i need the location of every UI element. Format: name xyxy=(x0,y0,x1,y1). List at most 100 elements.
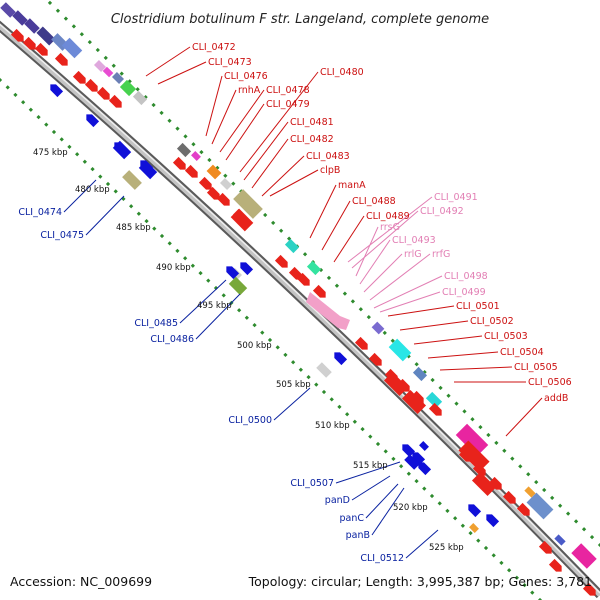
tick-dot xyxy=(534,480,539,485)
reverse-cds-arrow xyxy=(226,266,240,280)
tick-dot xyxy=(468,531,473,536)
forward-cds-arrow xyxy=(488,476,502,490)
tick-dot xyxy=(537,597,543,600)
gene-block xyxy=(191,151,201,161)
tick-dot xyxy=(358,307,363,312)
reverse-cds-arrow xyxy=(486,514,500,528)
gene-label-red: rnhA xyxy=(238,85,261,96)
tick-dot xyxy=(198,271,203,276)
gene-label-red-leader xyxy=(251,138,289,189)
accession-text: Accession: NC_009699 xyxy=(10,574,152,589)
tick-dot xyxy=(36,115,41,120)
gene-block xyxy=(469,523,479,533)
gene-label-blue-leader xyxy=(405,529,439,559)
tick-dot xyxy=(514,575,519,580)
forward-cds-arrow xyxy=(54,52,68,66)
tick-dot xyxy=(175,248,180,253)
forward-cds-arrow xyxy=(538,540,552,554)
gene-block xyxy=(554,534,566,546)
tick-dot xyxy=(223,173,228,178)
forward-cds-arrow xyxy=(206,186,220,200)
tick-dot xyxy=(237,308,242,313)
tick-dot xyxy=(95,47,100,53)
gene-label-pink-leader xyxy=(363,253,403,293)
gene-block xyxy=(36,26,56,46)
gene-label-blue-leader xyxy=(335,461,401,484)
gene-label-red-leader xyxy=(321,200,351,251)
tick-dot xyxy=(98,174,103,179)
gene-label-pink: CLI_0499 xyxy=(442,287,486,298)
reverse-cds-arrow xyxy=(418,462,432,476)
gene-block xyxy=(571,543,597,569)
tick-dot xyxy=(337,404,342,409)
tick-dot xyxy=(530,590,535,595)
gene-label-red-leader xyxy=(505,397,543,437)
forward-cds-arrow xyxy=(368,352,382,366)
tick-dot xyxy=(63,16,69,21)
forward-cds-arrow xyxy=(10,28,24,42)
gene-label-red: CLI_0488 xyxy=(352,196,396,207)
gene-label-red: CLI_0503 xyxy=(484,331,528,342)
forward-cds-arrow xyxy=(548,558,562,572)
tick-dot xyxy=(231,181,236,186)
forward-cds-arrow xyxy=(312,284,326,298)
tick-label: 495 kbp xyxy=(197,301,232,311)
tick-dot xyxy=(391,456,396,461)
tick-dot xyxy=(190,263,195,268)
tick-dot xyxy=(414,479,419,484)
reverse-cds-arrow xyxy=(86,114,100,128)
tick-dot xyxy=(175,126,180,131)
gene-label-pink: rrsG xyxy=(380,222,400,233)
gene-label-red-leader xyxy=(413,335,483,345)
tick-dot xyxy=(207,157,212,163)
tick-dot xyxy=(383,449,388,454)
tick-dot xyxy=(135,87,140,92)
gene-label-pink-leader xyxy=(359,239,391,285)
tick-dot xyxy=(406,471,411,476)
gene-label-blue-leader xyxy=(351,475,391,501)
tick-dot xyxy=(191,142,196,147)
gene-label-red: CLI_0504 xyxy=(500,347,544,358)
gene-label-red: CLI_0479 xyxy=(266,99,310,110)
forward-cds-block xyxy=(401,389,427,415)
label-leader-lines xyxy=(63,46,543,559)
tick-dot xyxy=(167,118,172,123)
gene-label-red: manA xyxy=(338,180,366,191)
tick-label: 525 kbp xyxy=(429,543,464,553)
gene-label-blue-leader xyxy=(63,179,97,213)
forward-cds-arrow xyxy=(582,582,596,596)
tick-dot xyxy=(502,448,507,453)
tick-dot xyxy=(87,40,92,45)
tick-dot xyxy=(105,181,111,187)
gene-label-pink: CLI_0493 xyxy=(392,235,436,246)
tick-label: 505 kbp xyxy=(276,380,311,390)
tick-dot xyxy=(499,560,504,565)
gene-block xyxy=(316,362,332,378)
gene-label-red: CLI_0476 xyxy=(224,71,268,82)
tick-label: 490 kbp xyxy=(156,263,191,273)
gene-block xyxy=(176,142,192,158)
tick-dot xyxy=(430,377,435,383)
tick-dot xyxy=(454,401,459,406)
tick-dot xyxy=(478,425,483,430)
tick-dot xyxy=(298,367,303,372)
tick-dot xyxy=(152,226,157,231)
gene-block xyxy=(371,321,385,335)
forward-cds-arrow xyxy=(22,36,36,50)
gene-label-blue: panC xyxy=(339,513,364,524)
forward-cds-arrow xyxy=(428,402,442,416)
gene-label-red-leader xyxy=(219,89,265,153)
gene-label-red: CLI_0473 xyxy=(208,57,252,68)
tick-dot xyxy=(565,511,571,516)
forward-cds-arrow xyxy=(72,70,86,84)
gene-label-red: CLI_0505 xyxy=(514,362,558,373)
forward-cds-arrow xyxy=(354,336,368,350)
tick-dot xyxy=(47,0,53,5)
gene-label-red-leader xyxy=(439,366,513,371)
gene-block xyxy=(455,423,489,457)
tick-dot xyxy=(329,397,334,402)
tick-dot xyxy=(5,85,10,90)
forward-cds-arrow xyxy=(198,176,212,190)
map-title: Clostridium botulinum F str. Langeland, … xyxy=(111,12,489,27)
